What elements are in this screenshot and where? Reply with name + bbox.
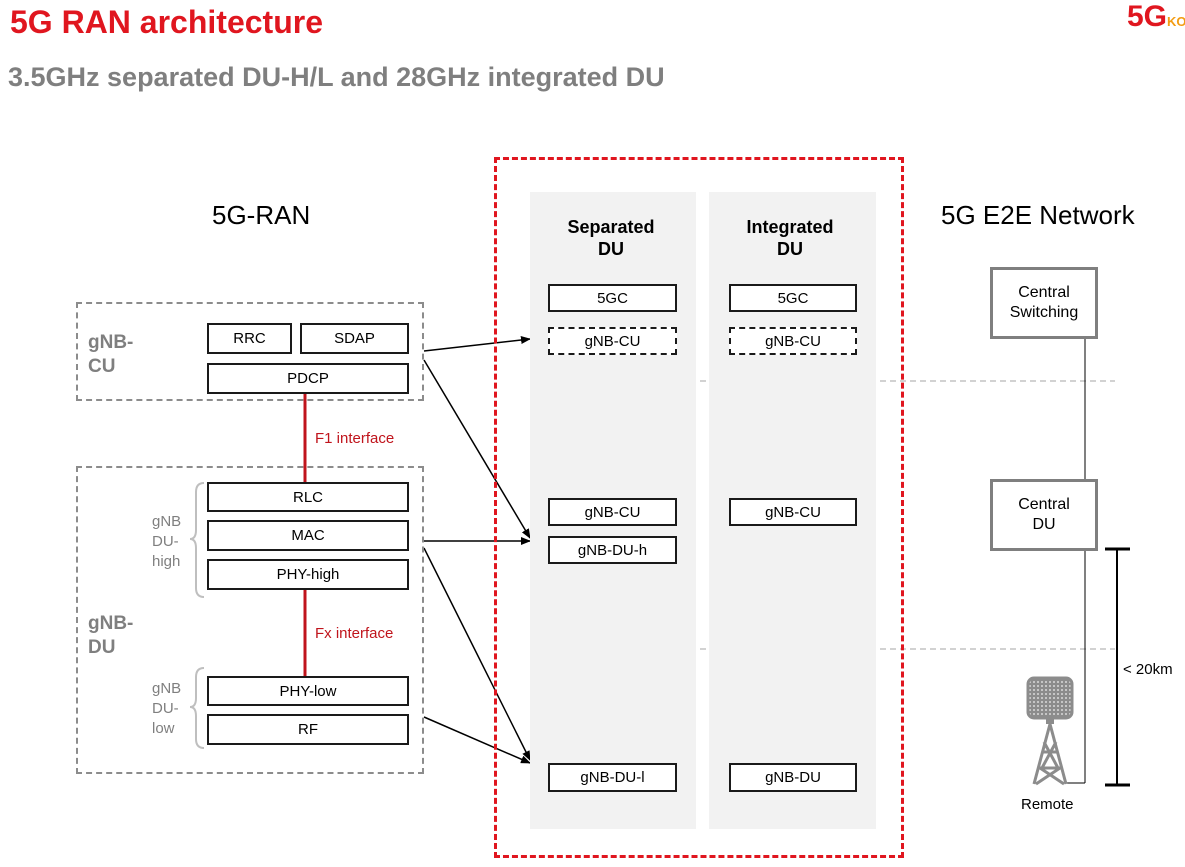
arrow-duhigh-to-separated-dul (423, 547, 531, 761)
central-du-line1: Central (1018, 496, 1070, 513)
phy-high-block: PHY-high (207, 559, 409, 590)
gnb-cu-label-line1: gNB- (88, 332, 134, 353)
phy-low-block: PHY-low (207, 676, 409, 706)
integrated-du-title-line2: DU (777, 239, 803, 259)
central-du-line2: DU (1032, 516, 1056, 533)
rrc-block: RRC (207, 323, 292, 354)
logo-text: 5G (1127, 0, 1168, 33)
du-high-label: gNB DU- high (152, 512, 181, 572)
gnb-du-group (76, 466, 424, 774)
gnb-cu-label: gNB- CU (88, 331, 133, 379)
central-switching-box: Central Switching (990, 267, 1098, 339)
mac-block: MAC (207, 520, 409, 551)
arrow-cu-to-separated-cu (423, 336, 531, 352)
gnb-cu-group (76, 302, 424, 401)
du-high-label-line1: gNB (152, 513, 182, 530)
page-subtitle: 3.5GHz separated DU-H/L and 28GHz integr… (8, 62, 665, 92)
du-low-label: gNB DU- low (152, 679, 181, 739)
logo-suffix: KO (1167, 14, 1185, 29)
central-switching-line1: Central (1018, 284, 1070, 301)
separated-du-l-box: gNB-DU-l (548, 763, 677, 792)
gnb-du-label: gNB- DU (88, 612, 133, 660)
brand-logo: 5GKO (1127, 0, 1185, 39)
gnb-du-label-line1: gNB- (88, 613, 134, 634)
integrated-mid-cu-box: gNB-CU (729, 498, 857, 526)
central-du-box: Central DU (990, 479, 1098, 551)
separated-du-h-box: gNB-DU-h (548, 536, 677, 564)
separated-du-title-line2: DU (598, 239, 624, 259)
ran-section-title: 5G-RAN (212, 200, 311, 230)
integrated-du-title: Integrated DU (709, 216, 871, 260)
integrated-5gc-box: 5GC (729, 284, 857, 312)
gnb-du-label-line2: DU (88, 637, 116, 658)
sdap-block: SDAP (300, 323, 409, 354)
separated-5gc-box: 5GC (548, 284, 677, 312)
fx-interface-label: Fx interface (315, 625, 394, 642)
rlc-block: RLC (207, 482, 409, 512)
f1-interface-label: F1 interface (315, 430, 395, 447)
du-low-label-line2: DU- (152, 700, 179, 717)
separated-du-title-line1: Separated (567, 217, 655, 237)
du-options-frame (494, 157, 904, 858)
gnb-cu-label-line2: CU (88, 356, 116, 377)
separated-du-title: Separated DU (530, 216, 692, 260)
arrow-cu-to-separated-mid (423, 359, 531, 539)
du-low-label-line1: gNB (152, 680, 182, 697)
pdcp-block: PDCP (207, 363, 409, 394)
separated-cu-box: gNB-CU (548, 327, 677, 355)
du-low-label-line3: low (152, 720, 175, 737)
separated-mid-cu-box: gNB-CU (548, 498, 677, 526)
du-high-label-line3: high (152, 553, 181, 570)
distance-label: < 20km (1123, 661, 1173, 678)
du-high-brace (189, 482, 205, 598)
remote-label: Remote (1021, 796, 1074, 813)
du-low-brace (189, 667, 205, 749)
arrow-dulow-to-separated-dul (423, 716, 531, 764)
integrated-du-box: gNB-DU (729, 763, 857, 792)
rf-block: RF (207, 714, 409, 745)
du-high-label-line2: DU- (152, 533, 179, 550)
cell-tower-icon (1026, 676, 1074, 786)
page-title: 5G RAN architecture (10, 4, 323, 40)
integrated-cu-box: gNB-CU (729, 327, 857, 355)
integrated-du-title-line1: Integrated (746, 217, 834, 237)
central-switching-line2: Switching (1009, 304, 1079, 321)
e2e-section-title: 5G E2E Network (941, 200, 1135, 230)
